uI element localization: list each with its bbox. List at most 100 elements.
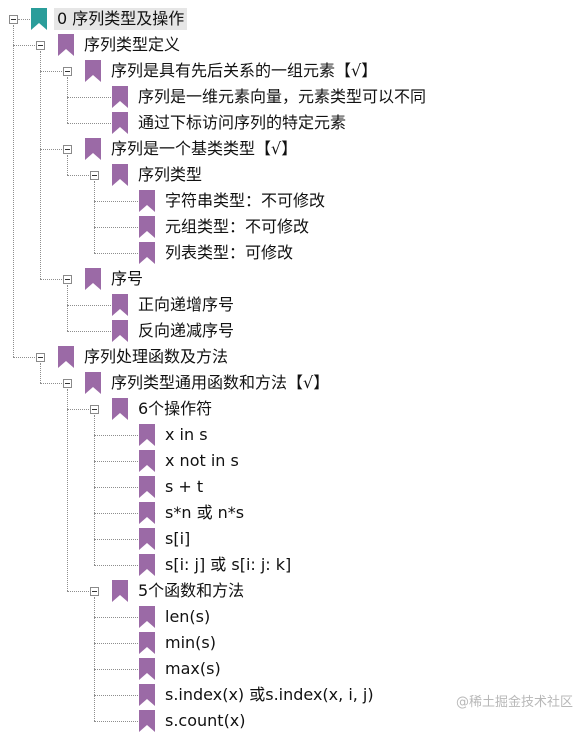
tree-node-label: 序列类型 bbox=[138, 165, 203, 184]
tree-node[interactable]: 6个操作符 bbox=[0, 396, 215, 422]
tree-node[interactable]: 5个函数和方法 bbox=[0, 578, 247, 604]
tree-node[interactable]: s[i: j] 或 s[i: j: k] bbox=[0, 552, 294, 578]
tree-node-label: len(s) bbox=[165, 607, 211, 626]
tree-node-label: 列表类型：可修改 bbox=[165, 243, 294, 262]
bookmark-icon bbox=[139, 528, 155, 550]
tree-connector bbox=[94, 695, 138, 696]
tree-node-label: 序列处理函数及方法 bbox=[84, 347, 229, 366]
tree-connector bbox=[94, 539, 95, 565]
tree-node-label: 序列是一维元素向量，元素类型可以不同 bbox=[138, 87, 427, 106]
tree-connector bbox=[67, 285, 68, 305]
tree-node[interactable]: 序列类型通用函数和方法【√】 bbox=[0, 370, 332, 396]
bookmark-icon bbox=[112, 398, 128, 420]
bookmark-icon bbox=[85, 372, 101, 394]
tree-node[interactable]: s.index(x) 或s.index(x, i, j) bbox=[0, 682, 377, 708]
tree-node[interactable]: 序列是具有先后关系的一组元素【√】 bbox=[0, 58, 380, 84]
tree-connector bbox=[67, 331, 111, 332]
tree-connector bbox=[94, 435, 95, 461]
tree-node[interactable]: x not in s bbox=[0, 448, 242, 474]
collapse-toggle-icon[interactable] bbox=[63, 145, 72, 154]
tree-node[interactable]: 序列处理函数及方法 bbox=[0, 344, 231, 370]
collapse-toggle-icon[interactable] bbox=[36, 353, 45, 362]
tree-connector bbox=[94, 513, 95, 539]
tree-connector bbox=[94, 253, 138, 254]
bookmark-icon bbox=[139, 684, 155, 706]
bookmark-icon bbox=[139, 424, 155, 446]
tree-connector bbox=[13, 45, 35, 46]
tree-node[interactable]: s.count(x) bbox=[0, 708, 249, 734]
tree-connector bbox=[94, 435, 138, 436]
collapse-toggle-icon[interactable] bbox=[63, 67, 72, 76]
collapse-toggle-icon[interactable] bbox=[63, 275, 72, 284]
tree-node-label: 元组类型：不可修改 bbox=[165, 217, 310, 236]
tree-connector bbox=[40, 363, 41, 383]
bookmark-icon bbox=[139, 476, 155, 498]
tree-connector bbox=[40, 279, 62, 280]
tree-connector bbox=[67, 305, 111, 306]
tree-node-label: s*n 或 n*s bbox=[165, 503, 245, 522]
tree-connector bbox=[94, 597, 95, 617]
tree-node[interactable]: x in s bbox=[0, 422, 211, 448]
tree-node-label: 字符串类型：不可修改 bbox=[165, 191, 326, 210]
tree-node[interactable]: s + t bbox=[0, 474, 206, 500]
collapse-toggle-icon[interactable] bbox=[90, 171, 99, 180]
tree-connector bbox=[67, 591, 89, 592]
tree-node-label: x not in s bbox=[165, 451, 239, 470]
tree-node[interactable]: 列表类型：可修改 bbox=[0, 240, 296, 266]
tree-connector bbox=[18, 19, 30, 20]
tree-connector bbox=[94, 721, 138, 722]
tree-node[interactable]: 元组类型：不可修改 bbox=[0, 214, 312, 240]
tree-connector bbox=[94, 181, 95, 201]
tree-node[interactable]: max(s) bbox=[0, 656, 224, 682]
tree-connector bbox=[13, 357, 35, 358]
bookmark-icon bbox=[139, 242, 155, 264]
bookmark-icon bbox=[139, 190, 155, 212]
collapse-toggle-icon[interactable] bbox=[36, 41, 45, 50]
bookmark-icon bbox=[139, 502, 155, 524]
tree-connector bbox=[94, 513, 138, 514]
tree-node[interactable]: 序列类型 bbox=[0, 162, 205, 188]
tree-node[interactable]: 正向递增序号 bbox=[0, 292, 237, 318]
tree-node-label: 6个操作符 bbox=[138, 399, 213, 418]
tree-node[interactable]: min(s) bbox=[0, 630, 219, 656]
tree-connector bbox=[94, 669, 138, 670]
tree-connector bbox=[40, 71, 62, 72]
tree-node[interactable]: 序列类型定义 bbox=[0, 32, 183, 58]
bookmark-icon bbox=[58, 34, 74, 56]
tree-connector bbox=[40, 149, 41, 279]
tree-node[interactable]: 序列是一维元素向量，元素类型可以不同 bbox=[0, 84, 429, 110]
tree-node-label: 通过下标访问序列的特定元素 bbox=[138, 113, 347, 132]
tree-node-label: 0 序列类型及操作 bbox=[54, 8, 188, 30]
tree-node-label: 序列是一个基类类型【√】 bbox=[111, 139, 298, 158]
bookmark-icon bbox=[112, 580, 128, 602]
tree-node[interactable]: s[i] bbox=[0, 526, 193, 552]
tree-connector bbox=[67, 389, 68, 409]
tree-connector bbox=[94, 201, 95, 227]
tree-root-node[interactable]: 0 序列类型及操作 bbox=[0, 6, 188, 32]
tree-node[interactable]: 通过下标访问序列的特定元素 bbox=[0, 110, 349, 136]
bookmark-icon bbox=[112, 112, 128, 134]
tree-node[interactable]: 反向递减序号 bbox=[0, 318, 237, 344]
tree-connector bbox=[94, 617, 95, 643]
tree-connector bbox=[94, 487, 138, 488]
tree-node[interactable]: s*n 或 n*s bbox=[0, 500, 247, 526]
tree-connector bbox=[40, 149, 62, 150]
tree-node[interactable]: 序列是一个基类类型【√】 bbox=[0, 136, 300, 162]
tree-node[interactable]: len(s) bbox=[0, 604, 213, 630]
tree-connector bbox=[94, 201, 138, 202]
collapse-toggle-icon[interactable] bbox=[90, 405, 99, 414]
tree-connector bbox=[67, 155, 68, 175]
collapse-toggle-icon[interactable] bbox=[63, 379, 72, 388]
bookmark-icon bbox=[139, 710, 155, 732]
tree-node[interactable]: 序号 bbox=[0, 266, 146, 292]
bookmark-icon bbox=[112, 320, 128, 342]
tree-connector bbox=[13, 25, 14, 45]
tree-connector bbox=[94, 539, 138, 540]
collapse-toggle-icon[interactable] bbox=[9, 15, 18, 24]
tree-node[interactable]: 字符串类型：不可修改 bbox=[0, 188, 328, 214]
tree-node-label: s[i] bbox=[165, 529, 191, 548]
tree-node-label: s.index(x) 或s.index(x, i, j) bbox=[165, 685, 374, 704]
tree-node-label: x in s bbox=[165, 425, 208, 444]
collapse-toggle-icon[interactable] bbox=[90, 587, 99, 596]
bookmark-icon bbox=[112, 294, 128, 316]
